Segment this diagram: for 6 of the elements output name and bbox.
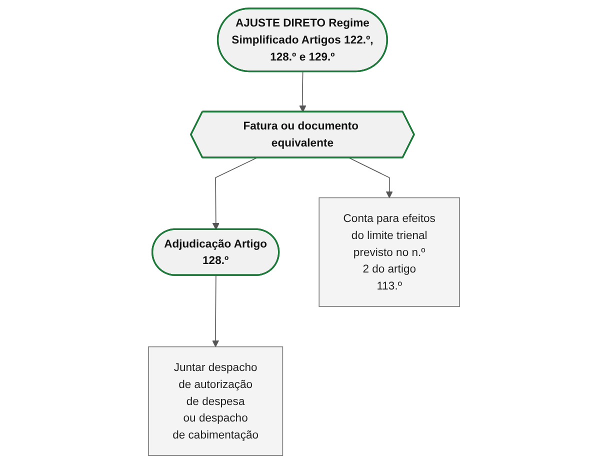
arrow — [212, 275, 220, 348]
node-box: Juntar despacho de autorização de despesa ou despacho de cabimentação — [148, 346, 284, 456]
arrow — [300, 71, 307, 112]
node-box: Conta para efeitos do limite trienal previsto no n.º 2 do artigo 113.º — [319, 197, 460, 307]
arrow — [212, 157, 258, 230]
arrow — [349, 157, 394, 198]
